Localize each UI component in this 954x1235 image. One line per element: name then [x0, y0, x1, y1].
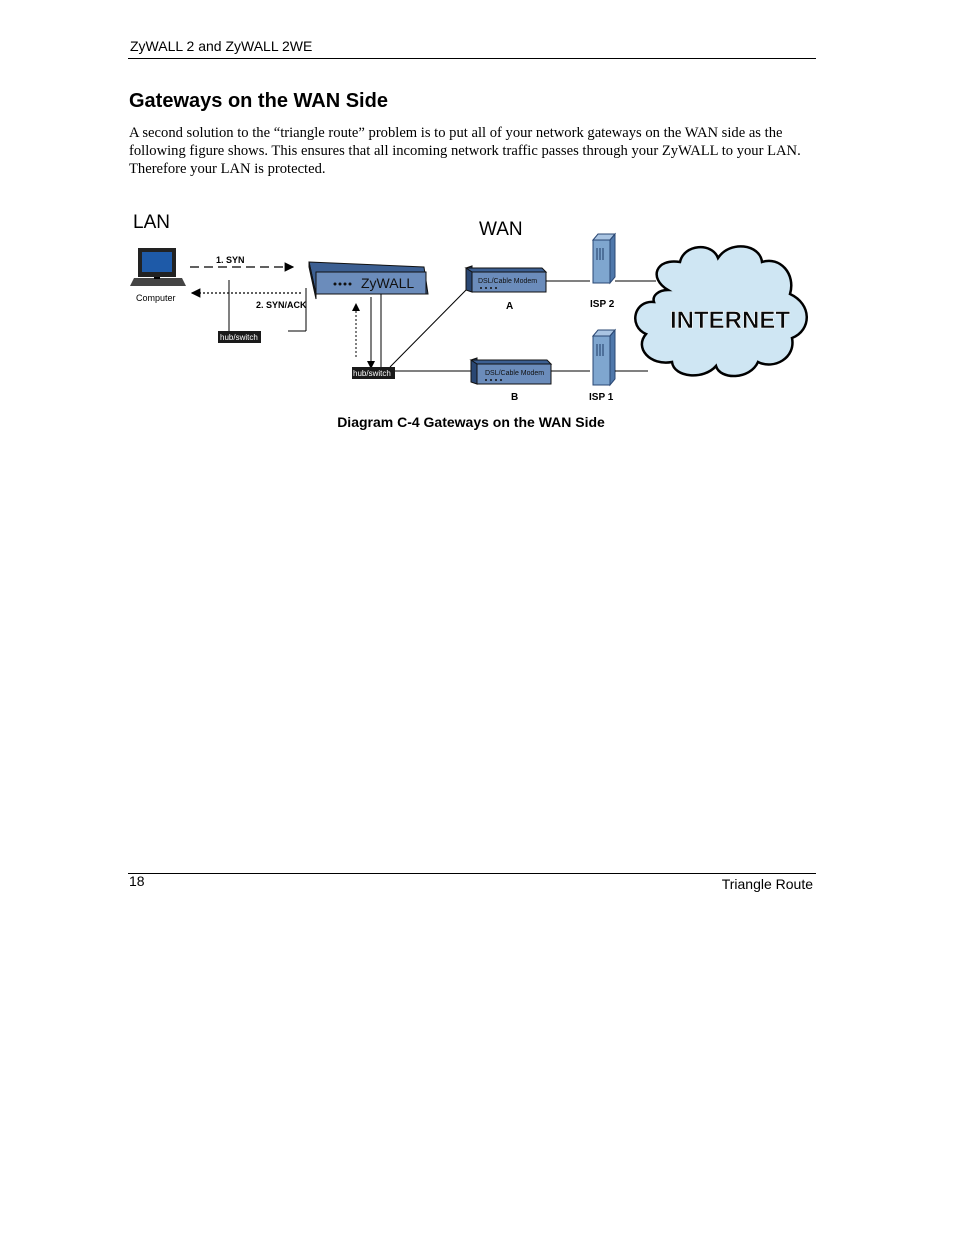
- network-diagram: LAN WAN Computer 1. SYN 2. SYN/ACK hub/s…: [128, 200, 818, 410]
- wan-label: WAN: [479, 219, 523, 240]
- computer-label: Computer: [136, 293, 176, 303]
- figure-caption: Diagram C-4 Gateways on the WAN Side: [0, 414, 942, 430]
- isp1-server-icon: [593, 330, 615, 385]
- zywall-label: ZyWALL: [361, 275, 414, 291]
- isp1-label: ISP 1: [589, 392, 614, 403]
- section-title: Gateways on the WAN Side: [129, 90, 388, 113]
- isp2-server-icon: [593, 234, 615, 283]
- body-paragraph: A second solution to the “triangle route…: [129, 124, 819, 178]
- isp2-label: ISP 2: [590, 299, 615, 310]
- running-header: ZyWALL 2 and ZyWALL 2WE: [130, 38, 312, 54]
- header-rule: [128, 58, 816, 59]
- computer-icon: [130, 248, 186, 286]
- modem-a-label: DSL/Cable Modem: [478, 278, 537, 285]
- page-number: 18: [129, 873, 145, 889]
- lan-hub-label: hub/switch: [220, 333, 258, 342]
- modem-b-label: DSL/Cable Modem: [485, 370, 544, 377]
- syn-label: 1. SYN: [216, 255, 245, 265]
- synack-label: 2. SYN/ACK: [256, 300, 307, 310]
- wan-hub-label: hub/switch: [353, 369, 391, 378]
- modem-b-name: B: [511, 392, 518, 403]
- chapter-title: Triangle Route: [722, 876, 813, 892]
- footer-rule: [128, 873, 816, 874]
- internet-label: INTERNET: [670, 307, 790, 334]
- lan-label: LAN: [133, 212, 170, 233]
- modem-a-name: A: [506, 301, 513, 312]
